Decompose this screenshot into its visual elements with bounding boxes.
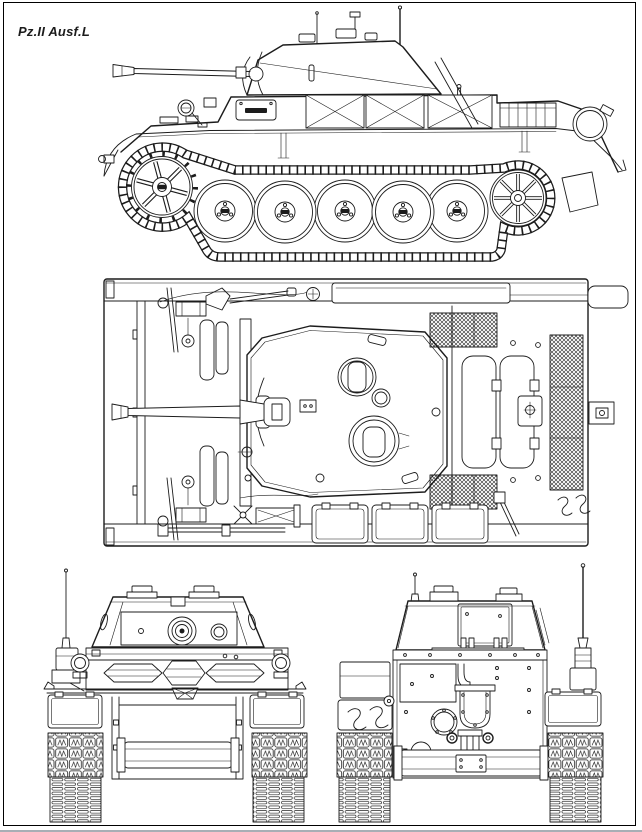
rear-tracks [337, 733, 603, 822]
front-tracks [48, 733, 307, 822]
stowage-bins [306, 85, 492, 129]
turret-top [247, 326, 447, 497]
front-antenna [52, 569, 84, 691]
top-view-drawing [104, 279, 628, 546]
turret-side [243, 29, 441, 95]
side-view-drawing [99, 6, 627, 257]
rear-view-drawing [337, 564, 603, 822]
gun-barrel-side [113, 65, 250, 79]
jack-and-tools [158, 447, 318, 540]
hull-side [99, 58, 627, 212]
fender-bins-top [312, 503, 488, 543]
drive-sprocket [129, 154, 196, 221]
front-turret [92, 586, 264, 647]
gun-barrel-top [112, 398, 290, 426]
road-wheels [193, 179, 489, 244]
sheet-edge-shadow [0, 830, 642, 832]
rear-hull-plate [393, 650, 547, 778]
idler-wheel [490, 170, 546, 226]
rear-fender-stowage [338, 662, 601, 730]
rear-antennas [411, 564, 596, 690]
rear-turret [396, 586, 549, 657]
track-side [123, 147, 551, 257]
sheet-border [3, 2, 636, 826]
front-view-drawing [44, 569, 307, 822]
front-hull [44, 648, 306, 699]
drawing-title: Pz.II Ausf.L [18, 24, 90, 39]
rear-lower-hull [394, 746, 548, 780]
front-lower-hull [48, 692, 304, 779]
pioneer-tools [158, 283, 628, 352]
engine-deck-top [430, 306, 590, 519]
